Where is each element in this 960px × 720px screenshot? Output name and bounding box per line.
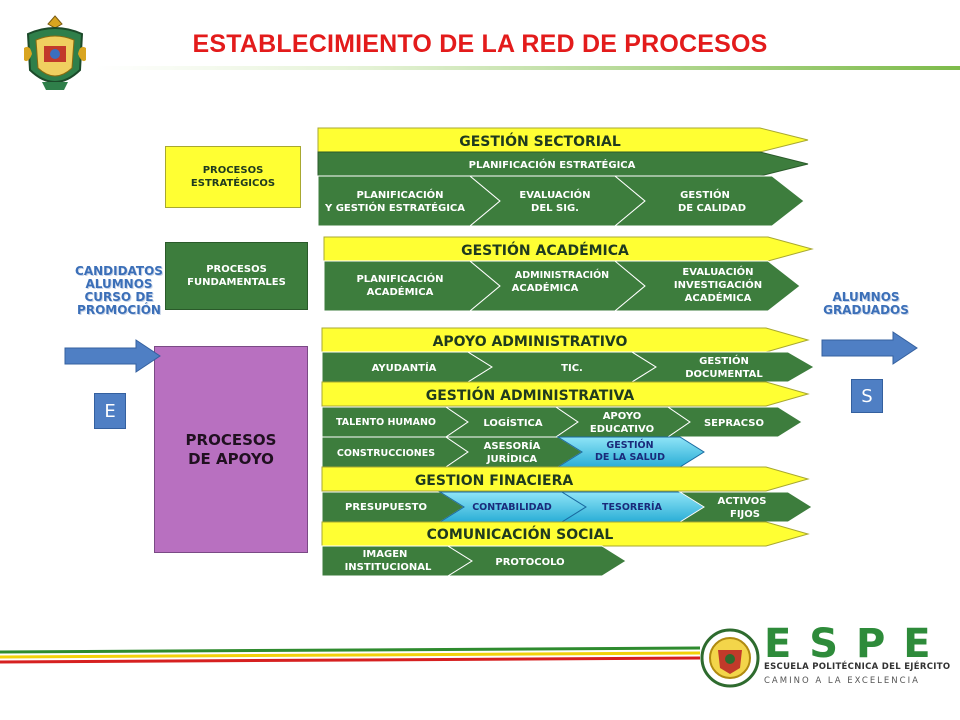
gestion-academica-banner	[323, 236, 814, 262]
planificacion-academica-label-2: ACADÉMICA	[367, 285, 434, 298]
evaluacion-investigacion-chevron	[613, 260, 801, 312]
input-e-box: E	[94, 393, 126, 429]
apoyo-educativo-label-1: APOYO	[603, 411, 642, 422]
imagen-institucional-label-2: INSTITUCIONAL	[345, 562, 432, 573]
tic-label: TIC.	[561, 363, 583, 374]
presupuesto-label: PRESUPUESTO	[345, 502, 427, 513]
planificacion-gestion-label-2: Y GESTIÓN ESTRATÉGICA	[324, 201, 465, 214]
evaluacion-sig-label-2: DEL SIG.	[531, 203, 579, 214]
comunicacion-social-banner	[321, 521, 810, 547]
gestion-sectorial-banner	[317, 127, 809, 153]
espe-wordmark: E S P E	[764, 621, 933, 667]
gestion-salud-label-1: GESTIÓN	[606, 439, 653, 451]
planificacion-estrategica-bar	[317, 151, 809, 177]
evaluacion-investigacion-label-3: ACADÉMICA	[685, 291, 752, 304]
procesos-fundamentales-label: PROCESOS FUNDAMENTALES	[187, 264, 286, 288]
activos-fijos-label-2: FIJOS	[730, 509, 760, 520]
espe-motto: CAMINO A LA EXCELENCIA	[764, 676, 920, 686]
procesos-fundamentales-box: PROCESOS FUNDAMENTALES	[165, 242, 308, 310]
input-arrow	[64, 339, 161, 373]
gestion-academica-label: GESTIÓN ACADÉMICA	[461, 241, 629, 259]
output-s-box: S	[851, 379, 883, 413]
contabilidad-label: CONTABILIDAD	[472, 502, 552, 513]
gestion-documental-label-1: GESTIÓN	[699, 354, 749, 367]
procesos-apoyo-box: PROCESOS DE APOYO	[154, 346, 308, 553]
ayudantia-label: AYUDANTÍA	[372, 361, 437, 374]
procesos-estrategicos-box: PROCESOS ESTRATÉGICOS	[165, 146, 301, 208]
gestion-salud-label-2: DE LA SALUD	[595, 452, 665, 463]
gestion-financiera-label: GESTION FINACIERA	[415, 473, 574, 489]
procesos-apoyo-label: PROCESOS DE APOYO	[185, 430, 277, 468]
output-label: ALUMNOS GRADUADOS	[823, 290, 909, 317]
evaluacion-investigacion-label-2: INVESTIGACIÓN	[674, 278, 762, 291]
asesoria-juridica-label-2: JURÍDICA	[486, 452, 538, 465]
protocolo-chevron	[446, 545, 627, 577]
planificacion-academica-chevron	[323, 260, 501, 312]
apoyo-administrativo-banner	[321, 327, 810, 353]
planificacion-gestion-label-1: PLANIFICACIÓN	[356, 188, 443, 201]
gestion-calidad-chevron	[613, 175, 805, 227]
gestion-financiera-banner	[321, 466, 810, 492]
gestion-documental-chevron	[630, 351, 816, 383]
evaluacion-sig-label-1: EVALUACIÓN	[519, 188, 590, 201]
planificacion-estrategica-label: PLANIFICACIÓN ESTRATÉGICA	[469, 158, 636, 171]
apoyo-educativo-label-2: EDUCATIVO	[590, 424, 654, 435]
top-divider	[95, 66, 960, 70]
logistica-label: LOGÍSTICA	[483, 416, 543, 429]
coat-of-arms-logo	[24, 15, 86, 90]
sepracso-chevron	[666, 406, 803, 438]
input-label: CANDIDATOS ALUMNOS CURSO DE PROMOCIÓN	[75, 264, 163, 317]
gestion-documental-label-2: DOCUMENTAL	[685, 369, 763, 380]
page-title: ESTABLECIMIENTO DE LA RED DE PROCESOS	[192, 30, 768, 58]
procesos-estrategicos-label: PROCESOS ESTRATÉGICOS	[190, 165, 276, 189]
administracion-academica-label-1: ADMINISTRACIÓN	[515, 269, 609, 281]
planificacion-gestion-chevron	[317, 175, 501, 227]
protocolo-label: PROTOCOLO	[495, 557, 564, 568]
planificacion-academica-label-1: PLANIFICACIÓN	[356, 272, 443, 285]
talento-humano-label: TALENTO HUMANO	[336, 417, 436, 428]
activos-fijos-chevron	[678, 491, 813, 523]
gestion-calidad-label-1: GESTIÓN	[680, 188, 730, 201]
comunicacion-social-label: COMUNICACIÓN SOCIAL	[427, 525, 614, 543]
espe-seal-logo	[700, 628, 760, 688]
process-network-diagram: GESTIÓN SECTORIAL PLANIFICACIÓN ESTRATÉG…	[317, 127, 816, 577]
gestion-calidad-label-2: DE CALIDAD	[678, 203, 746, 214]
apoyo-administrativo-label: APOYO ADMINISTRATIVO	[433, 334, 628, 350]
gestion-sectorial-label: GESTIÓN SECTORIAL	[459, 132, 621, 150]
activos-fijos-label-1: ACTIVOS	[718, 496, 767, 507]
bottom-stripes	[0, 646, 700, 664]
gestion-administrativa-banner	[321, 381, 810, 407]
asesoria-juridica-label-1: ASESORÍA	[484, 439, 541, 452]
gestion-administrativa-label: GESTIÓN ADMINISTRATIVA	[426, 386, 635, 404]
sepracso-label: SEPRACSO	[704, 418, 764, 429]
evaluacion-investigacion-label-1: EVALUACIÓN	[682, 265, 753, 278]
espe-school-name: ESCUELA POLITÉCNICA DEL EJÉRCITO	[764, 662, 951, 672]
construcciones-label: CONSTRUCCIONES	[337, 448, 435, 459]
tesoreria-label: TESORERÍA	[602, 501, 663, 513]
administracion-academica-label-2: ACADÉMICA	[512, 281, 579, 294]
output-arrow	[821, 331, 918, 365]
imagen-institucional-label-1: IMAGEN	[363, 549, 408, 560]
